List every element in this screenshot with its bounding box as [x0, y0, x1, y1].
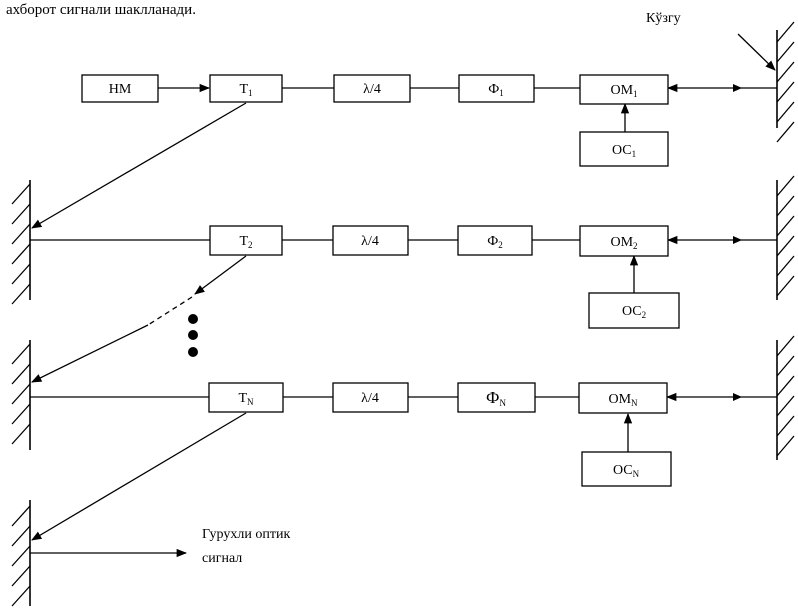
- output-label-line2: сигнал: [202, 551, 242, 566]
- output-label-line1: Гурухли оптик: [202, 527, 290, 542]
- rowN-control-block: [581, 451, 672, 487]
- row2-tap-arrow: [194, 255, 247, 295]
- row1-phase-block: [458, 74, 535, 103]
- left-mirror-2: [11, 180, 31, 305]
- row2-modulator-label: ОМ2: [610, 235, 637, 251]
- laser-label: НМ: [109, 82, 132, 97]
- row2-splitter-block: [209, 225, 283, 256]
- row1-quarter-wave-label: λ/4: [363, 82, 381, 97]
- row2-phase-block: [457, 225, 533, 256]
- left-mirror-3: [11, 340, 31, 450]
- mirror-pointer-arrow: [737, 33, 776, 71]
- laser-block: [81, 74, 159, 103]
- row1-splitter-block: [209, 74, 283, 103]
- ellipsis-dot-3: [188, 347, 198, 357]
- rowN-phase-block: [457, 382, 536, 413]
- row1-phase-label: Ф1: [488, 82, 504, 98]
- row1-tap-arrow: [31, 102, 247, 229]
- row1-mid-arrowhead: [733, 84, 742, 92]
- rowN-splitter-block: [208, 382, 284, 413]
- rowN-modulator-label: ОМN: [608, 392, 638, 408]
- row1-modulator-block: [579, 74, 669, 105]
- row1-control-label: ОС1: [612, 143, 636, 159]
- rowN-splitter-label: ТN: [238, 391, 254, 407]
- rowN-quarter-wave-label: λ/4: [361, 391, 379, 406]
- header-text: ахборот сигнали шаклланади.: [6, 2, 196, 18]
- row2-modulator-block: [579, 225, 669, 257]
- row1-modulator-label: ОМ1: [610, 83, 637, 99]
- left-mirror-output: [11, 500, 31, 607]
- row2-quarter-wave-block: [332, 225, 409, 256]
- row1-quarter-wave-block: [333, 74, 411, 103]
- rowN-modulator-block: [578, 382, 668, 414]
- right-mirror-2: [776, 175, 795, 300]
- row-n-incoming-arrow: [31, 324, 149, 383]
- row2-mid-arrowhead: [733, 236, 742, 244]
- row1-control-block: [579, 131, 669, 167]
- row2-phase-label: Ф2: [487, 234, 503, 250]
- row2-tap-dashed: [147, 296, 193, 326]
- rowN-mid-arrowhead: [733, 393, 742, 401]
- ellipsis-dot-2: [188, 330, 198, 340]
- rowN-phase-label: ФN: [486, 388, 506, 408]
- rowN-quarter-wave-block: [332, 382, 409, 413]
- row1-splitter-label: Т1: [239, 82, 252, 98]
- rowN-control-label: ОСN: [613, 463, 640, 479]
- ellipsis-dot-1: [188, 314, 198, 324]
- rowN-tap-arrow: [31, 412, 247, 541]
- right-mirror-1: [776, 21, 795, 143]
- right-mirror-3: [776, 335, 795, 460]
- row2-splitter-label: Т2: [239, 234, 252, 250]
- row2-control-label: ОС2: [622, 304, 646, 320]
- row2-control-block: [588, 292, 680, 329]
- mirror-label: Кўзгу: [646, 11, 681, 26]
- row2-quarter-wave-label: λ/4: [361, 234, 379, 249]
